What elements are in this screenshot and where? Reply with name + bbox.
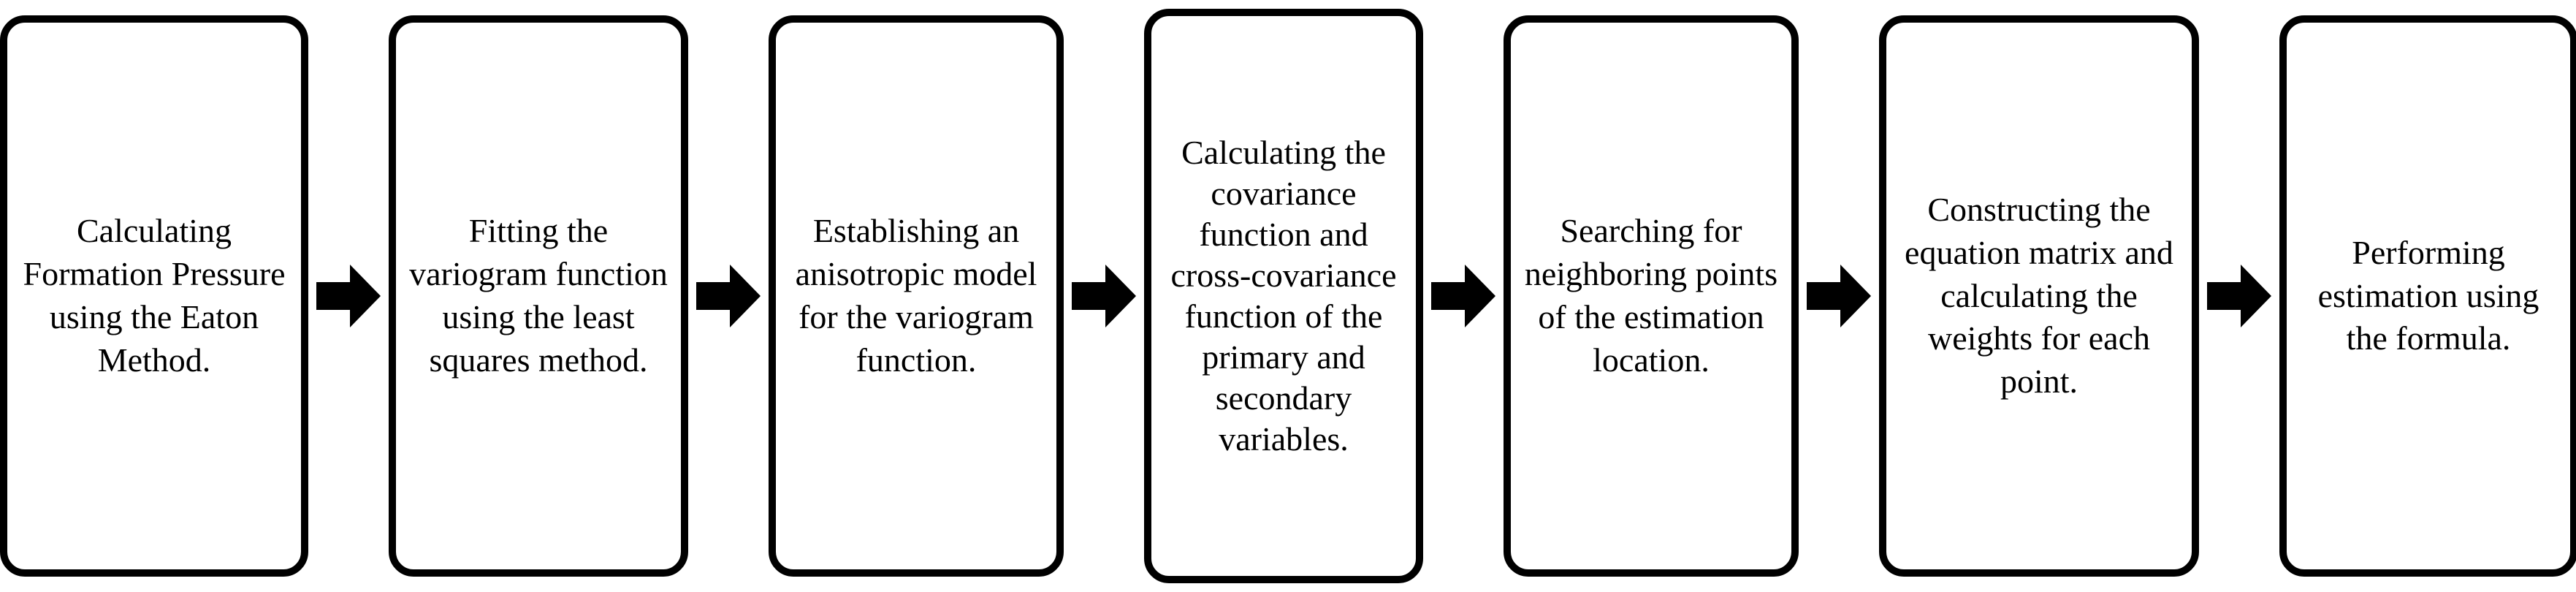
- process-step-2[interactable]: Fitting the variogram function using the…: [389, 15, 688, 577]
- connector-arrow-6: [2199, 259, 2279, 333]
- right-arrow-icon: [696, 265, 761, 327]
- process-step-3[interactable]: Establishing an anisotropic model for th…: [769, 15, 1064, 577]
- right-arrow-icon: [1431, 265, 1495, 327]
- right-arrow-icon: [1072, 265, 1136, 327]
- right-arrow-icon: [1807, 265, 1871, 327]
- connector-arrow-2: [688, 259, 769, 333]
- process-step-7-label: Performing estimation using the formula.: [2317, 233, 2539, 357]
- right-arrow-icon: [316, 265, 381, 327]
- process-step-7[interactable]: Performing estimation using the formula.: [2279, 15, 2576, 577]
- connector-arrow-5: [1799, 259, 1879, 333]
- process-step-6[interactable]: Constructing the equation matrix and cal…: [1879, 15, 2199, 577]
- process-step-5[interactable]: Searching for neighboring points of the …: [1504, 15, 1799, 577]
- process-step-3-label: Establishing an anisotropic model for th…: [795, 212, 1037, 379]
- process-step-1-label: Calculating Formation Pressure using the…: [23, 212, 286, 379]
- process-step-2-label: Fitting the variogram function using the…: [409, 212, 668, 379]
- connector-arrow-3: [1064, 259, 1144, 333]
- process-step-6-label: Constructing the equation matrix and cal…: [1905, 190, 2173, 401]
- process-step-1[interactable]: Calculating Formation Pressure using the…: [0, 15, 308, 577]
- right-arrow-icon: [2207, 265, 2271, 327]
- connector-arrow-1: [308, 259, 389, 333]
- process-step-4-label: Calculating the covariance function and …: [1170, 133, 1397, 458]
- process-step-4[interactable]: Calculating the covariance function and …: [1144, 9, 1423, 583]
- process-step-5-label: Searching for neighboring points of the …: [1524, 212, 1778, 379]
- connector-arrow-4: [1423, 259, 1504, 333]
